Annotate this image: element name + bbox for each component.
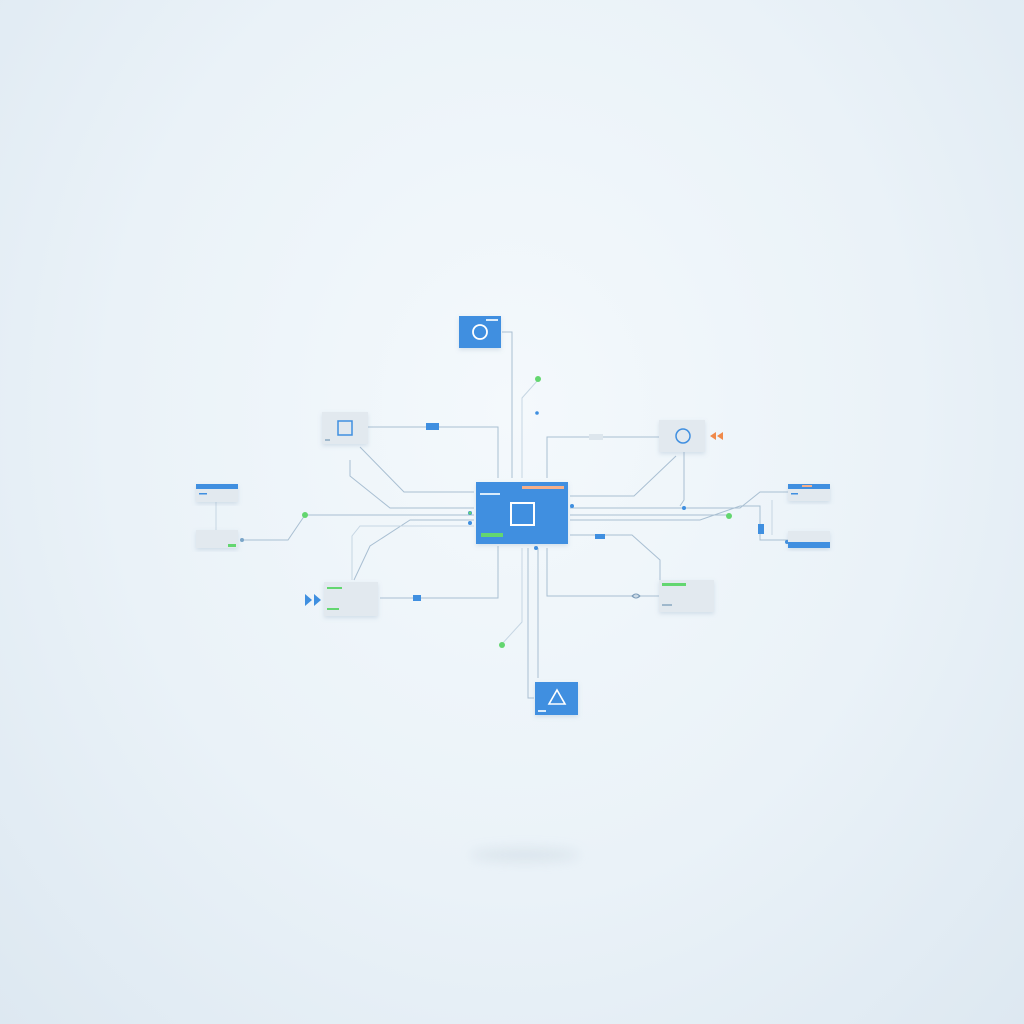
- floor-shadow: [470, 848, 580, 862]
- node-top-header-line: [486, 319, 498, 321]
- dot-green-top: [535, 376, 541, 382]
- node-bottom-line: [538, 710, 546, 712]
- marker-upper-right: [589, 434, 603, 440]
- node-far-right-bottom[interactable]: [788, 531, 830, 548]
- node-center-green-bar: [481, 533, 503, 537]
- dot-blue-3: [468, 521, 472, 525]
- node-upper-right[interactable]: [659, 420, 705, 452]
- node-upper-left-line: [325, 439, 330, 441]
- dot-blue-5: [682, 506, 686, 510]
- node-bottom[interactable]: [535, 682, 578, 715]
- marker-upper-left: [426, 423, 439, 430]
- dot-blue-1: [535, 411, 539, 415]
- node-upper-left[interactable]: [322, 412, 368, 444]
- node-lower-right-line: [662, 604, 672, 606]
- rewind-arrows-icon[interactable]: [710, 432, 723, 440]
- dot-green-left: [302, 512, 308, 518]
- connector-lowerright-center: [546, 548, 660, 597]
- connector-left-1: [349, 460, 474, 509]
- node-lower-left-green-bar-2: [327, 608, 339, 610]
- node-lower-left[interactable]: [324, 582, 378, 616]
- dot-blue-4: [570, 504, 574, 508]
- node-far-right-top-orange: [802, 485, 812, 487]
- circle-icon: [675, 428, 691, 444]
- connector-bottom-left: [527, 548, 534, 699]
- connector-bottom-dotted: [501, 548, 523, 645]
- marker-right: [595, 534, 605, 539]
- node-center-orange-bar: [522, 486, 564, 489]
- connector-upperright-diag: [570, 455, 677, 497]
- node-far-right-top[interactable]: [788, 484, 830, 501]
- marker-lower-left: [413, 595, 421, 601]
- square-icon: [510, 502, 535, 526]
- dot-green-small: [468, 511, 472, 515]
- small-eye-icon: [631, 593, 641, 599]
- node-far-left-top[interactable]: [196, 484, 238, 502]
- node-far-right-top-line: [791, 493, 798, 495]
- node-lower-right[interactable]: [659, 580, 714, 612]
- node-center[interactable]: [476, 482, 568, 544]
- connector-left-2: [242, 514, 474, 541]
- connector-upperright-drop: [679, 452, 685, 507]
- connector-top-dotted: [521, 379, 539, 478]
- node-far-left-top-line: [199, 493, 207, 495]
- node-center-header-line: [480, 493, 500, 495]
- node-far-left-top-header: [196, 484, 238, 489]
- triangle-icon: [547, 688, 567, 705]
- dot-blue-7: [534, 546, 538, 550]
- connector-top-center: [502, 331, 513, 478]
- connector-lowerleft-center: [380, 546, 499, 599]
- node-top[interactable]: [459, 316, 501, 348]
- connector-upperright-center: [546, 436, 660, 478]
- node-far-left-bottom[interactable]: [196, 530, 238, 548]
- dot-green-right: [726, 513, 732, 519]
- node-lower-right-green-bar: [662, 583, 686, 586]
- node-far-right-bottom-footer: [788, 542, 830, 548]
- dot-blue-6: [240, 538, 244, 542]
- connector-left-4: [351, 525, 474, 580]
- circle-icon: [472, 324, 488, 340]
- dot-green-bottom: [499, 642, 505, 648]
- connector-right-1: [570, 491, 788, 509]
- node-far-left-bottom-green-bar: [228, 544, 236, 547]
- connector-left-3: [353, 519, 474, 581]
- marker-far-right: [758, 524, 764, 534]
- connector-right-3: [570, 505, 788, 541]
- connector-upperleft-arrow: [359, 446, 474, 493]
- square-icon: [337, 420, 353, 436]
- connector-upperleft-center: [368, 426, 499, 478]
- connector-right-4: [570, 534, 661, 580]
- play-arrows-icon[interactable]: [305, 594, 321, 606]
- node-lower-left-green-bar: [327, 587, 342, 589]
